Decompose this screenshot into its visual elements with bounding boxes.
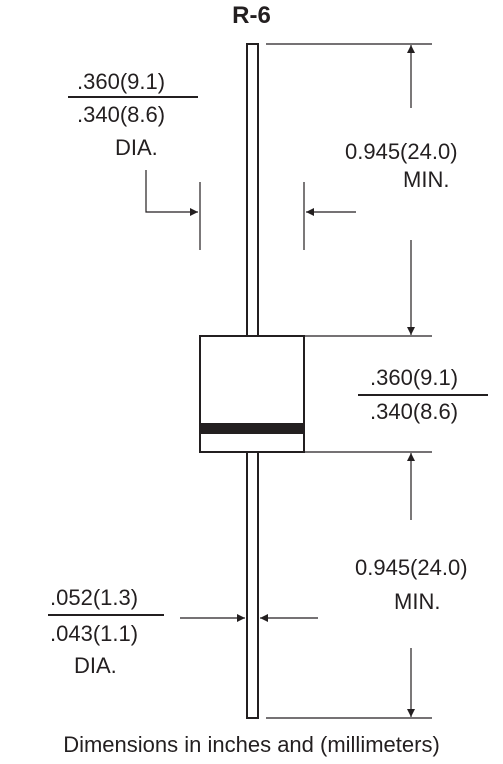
lead-dia-suffix-label: DIA. — [74, 653, 117, 678]
top-lead-length-value: 0.945(24.0) — [345, 139, 458, 164]
body-dia-fraction-bar — [68, 96, 198, 98]
top-lead-length-suffix: MIN. — [403, 167, 450, 192]
top-lead — [246, 43, 259, 337]
body-dia-max-label: .360(9.1) — [77, 69, 166, 94]
bottom-lead-length-suffix: MIN. — [394, 589, 441, 614]
cathode-band — [200, 423, 304, 434]
body-length-min-label: .340(8.6) — [370, 399, 459, 424]
bottom-lead-length-value: 0.945(24.0) — [355, 555, 468, 580]
dimensions-note: Dimensions in inches and (millimeters) — [63, 732, 440, 757]
bottom-lead — [246, 451, 259, 719]
lead-dia-fraction-bar — [48, 614, 164, 616]
package-title: R-6 — [232, 2, 271, 29]
lead-dia-max-label: .052(1.3) — [50, 585, 139, 610]
body-dia-leader — [145, 170, 198, 216]
body-length-max-label: .360(9.1) — [370, 365, 459, 390]
body-dia-suffix-label: DIA. — [115, 135, 158, 160]
diode-body — [199, 335, 305, 453]
lead-dia-min-label: .043(1.1) — [50, 621, 139, 646]
body-dia-min-label: .340(8.6) — [77, 102, 166, 127]
body-length-fraction-bar — [358, 394, 488, 396]
